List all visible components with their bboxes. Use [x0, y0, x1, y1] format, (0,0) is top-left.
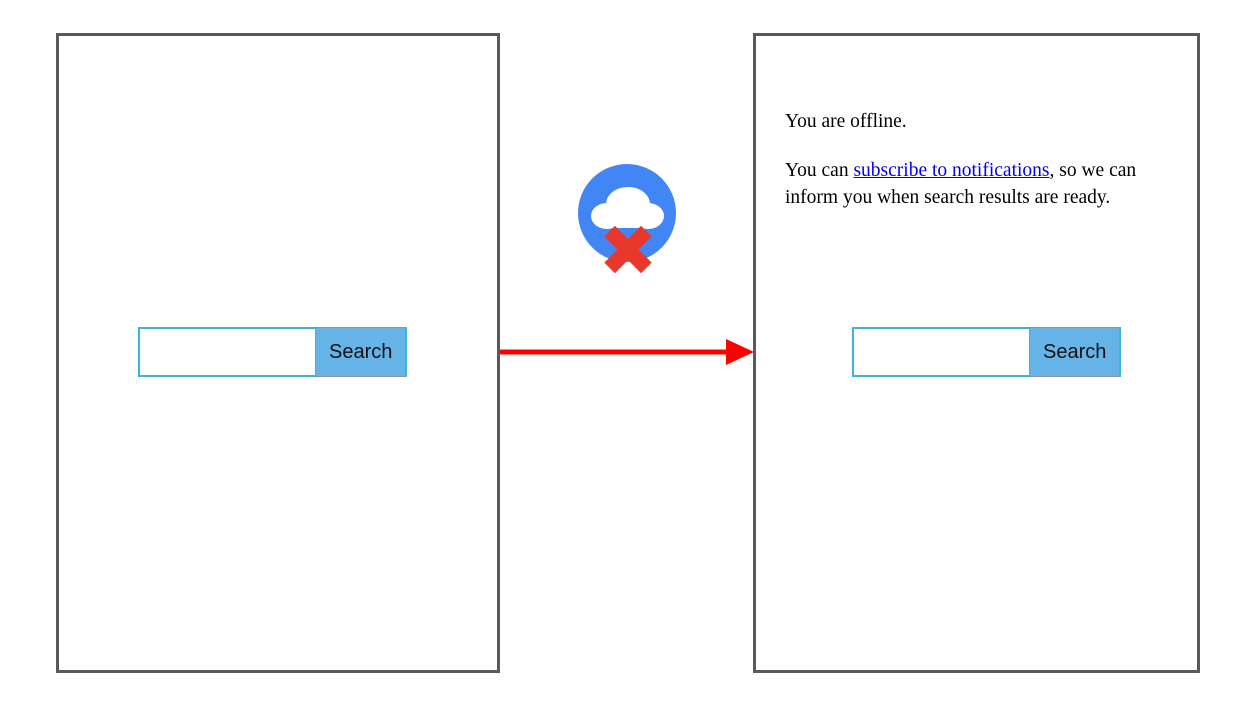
flow-arrow: [498, 334, 756, 370]
search-input[interactable]: [852, 327, 1029, 377]
offline-body-line: You can subscribe to notifications, so w…: [785, 157, 1177, 211]
subscribe-to-notifications-link[interactable]: subscribe to notifications: [853, 160, 1050, 181]
search-widget-offline: Search: [852, 327, 1122, 377]
cloud-offline-icon: [572, 162, 684, 274]
offline-body-prefix: You can: [785, 160, 854, 181]
cloud-glyph: [591, 187, 664, 229]
offline-status-line: You are offline.: [785, 111, 907, 132]
arrow-head-icon: [726, 339, 754, 365]
error-cross-icon: [604, 225, 652, 274]
search-button[interactable]: Search: [1029, 327, 1122, 377]
search-widget-online: Search: [138, 327, 408, 377]
offline-body-suffix: , so we can inform you when search resul…: [785, 160, 1137, 208]
search-button[interactable]: Search: [315, 327, 408, 377]
search-input[interactable]: [138, 327, 315, 377]
offline-message-block: You are offline. You can subscribe to no…: [785, 108, 1177, 211]
